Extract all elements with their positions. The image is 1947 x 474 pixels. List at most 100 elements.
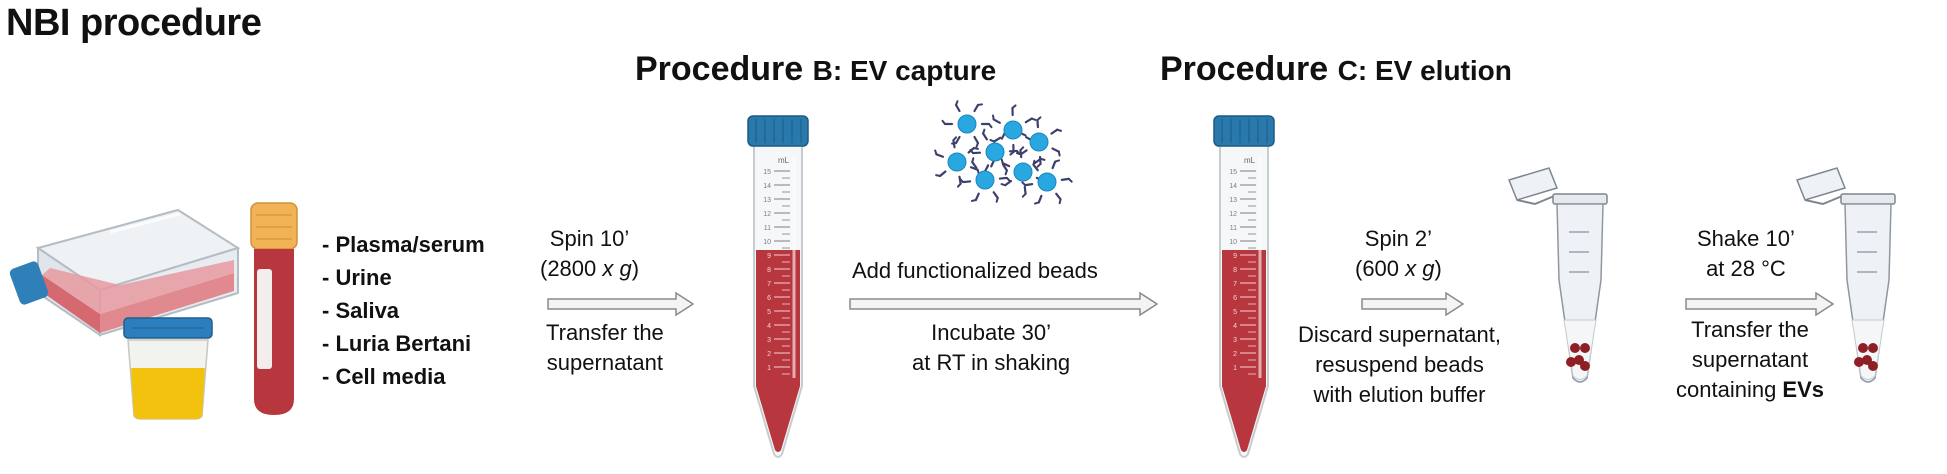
tube-scale-label: 10 [1229, 239, 1237, 246]
culture-flask-icon [9, 208, 241, 337]
step3-spin: Spin 2’ [1364, 226, 1433, 251]
antibody-mark [967, 146, 976, 154]
antibody-mark [1024, 117, 1033, 124]
step4-supernatant: supernatant [1691, 347, 1809, 372]
antibody-arm [1036, 116, 1042, 122]
antibody-mark [1050, 128, 1059, 135]
tube-scale-label: 5 [767, 309, 771, 316]
microtube-liquid [1851, 319, 1885, 380]
tube-unit-label: mL [778, 156, 790, 165]
microtube-icon [1795, 167, 1896, 383]
tube-scale-label: 13 [1229, 197, 1237, 204]
tube-scale-label: 8 [767, 267, 771, 274]
sample-item: - Luria Bertani [322, 331, 472, 356]
arrow-icon [1361, 291, 1465, 317]
step1-spin: Spin 10’ [549, 226, 630, 251]
antibody-mark [952, 139, 956, 149]
antibody-arm [1021, 181, 1027, 187]
antibody-mark [992, 118, 1001, 124]
antibody-arm [1000, 158, 1004, 165]
antibody-arm [976, 168, 980, 175]
antibody-arm [1054, 159, 1061, 163]
tube-sample [756, 250, 800, 452]
step2-condition: at RT in shaking [912, 350, 1071, 375]
antibody-arm [1009, 150, 1015, 156]
antibody-arm [935, 174, 942, 177]
tube-scale-label: 11 [764, 225, 771, 232]
bead-pellet [1570, 343, 1580, 353]
antibody-mark [954, 103, 961, 113]
tube-sample [1222, 250, 1266, 452]
antibody-arm [982, 128, 986, 135]
tube-cap [747, 115, 809, 147]
antibody-arm [1039, 157, 1046, 161]
arrow-icon [547, 291, 695, 317]
bead [1029, 132, 1049, 152]
tube-scale-label: 14 [1229, 183, 1237, 190]
antibody-arm [975, 142, 979, 148]
step4-bottom-label: Transfer the supernatant containing EVs [1676, 315, 1824, 405]
procedure-b-word: Procedure [635, 50, 804, 88]
tube-scale-label: 6 [1233, 295, 1237, 302]
antibody-mark [954, 135, 961, 145]
beads-cluster-icon [934, 100, 1073, 205]
tube-scale-label: 1 [767, 365, 771, 372]
antibody-arm [1056, 128, 1063, 132]
bead-pellet [1580, 361, 1590, 371]
step1-top-label: Spin 10’ (2800 x g) [540, 224, 639, 284]
antibody-mark [1024, 183, 1034, 187]
antibody-mark [974, 192, 980, 202]
bead [985, 142, 1005, 162]
bead [947, 152, 967, 172]
bead [975, 170, 995, 190]
tube-scale-label: 15 [1229, 169, 1237, 176]
antibody-arm [989, 139, 996, 143]
tube-scale-label: 3 [1233, 337, 1237, 344]
sample-item: - Saliva [322, 298, 400, 323]
antibody-arm [1032, 159, 1036, 166]
tube-unit-label: mL [1244, 156, 1256, 165]
antibody-mark [998, 176, 1009, 180]
antibody-arm [972, 147, 979, 150]
antibody-arm [1005, 176, 1011, 182]
microtube-rim [1552, 193, 1608, 205]
microtube-hinge [1516, 193, 1560, 206]
tube-scale-label: 2 [1233, 351, 1237, 358]
antibody-mark [969, 166, 979, 171]
antibody-mark [1033, 157, 1042, 165]
antibody-arm [1004, 169, 1008, 176]
antibody-arm [1033, 201, 1040, 205]
antibody-mark [1032, 163, 1039, 172]
antibody-mark [971, 160, 978, 169]
step1-force-unit: x g [602, 256, 632, 281]
step3-buffer: with elution buffer [1313, 382, 1486, 407]
step1-supernatant: supernatant [546, 350, 663, 375]
sample-item: - Cell media [322, 364, 446, 389]
procedure-b-suffix: B: EV capture [812, 55, 997, 86]
urine-cup-icon [123, 317, 213, 420]
antibody-mark [1004, 179, 1013, 187]
antibody-mark [1037, 194, 1043, 204]
bead-pellet [1868, 343, 1878, 353]
step4-containing-pre: containing [1676, 377, 1783, 402]
antibody-arm [956, 182, 962, 188]
antibody-mark [1002, 163, 1008, 172]
bead [957, 114, 977, 134]
step3-force: (600 x g) [1355, 254, 1442, 284]
step4-shake: Shake 10’ [1697, 226, 1795, 251]
bead [1003, 120, 1023, 140]
step3-top-label: Spin 2’ (600 x g) [1355, 224, 1442, 284]
antibody-mark [993, 136, 1002, 143]
antibody-mark [973, 135, 980, 145]
step3-discard: Discard supernatant, [1298, 322, 1501, 347]
antibody-mark [992, 191, 999, 200]
tube-scale-label: 1 [1233, 365, 1237, 372]
bead-pellet [1858, 343, 1868, 353]
antibody-arm [1021, 192, 1027, 198]
step2-bottom-label: Incubate 30’ at RT in shaking [912, 318, 1070, 378]
tube-scale-label: 4 [1233, 323, 1237, 330]
step1-transfer: Transfer the [546, 320, 664, 345]
tube-scale-label: 3 [767, 337, 771, 344]
